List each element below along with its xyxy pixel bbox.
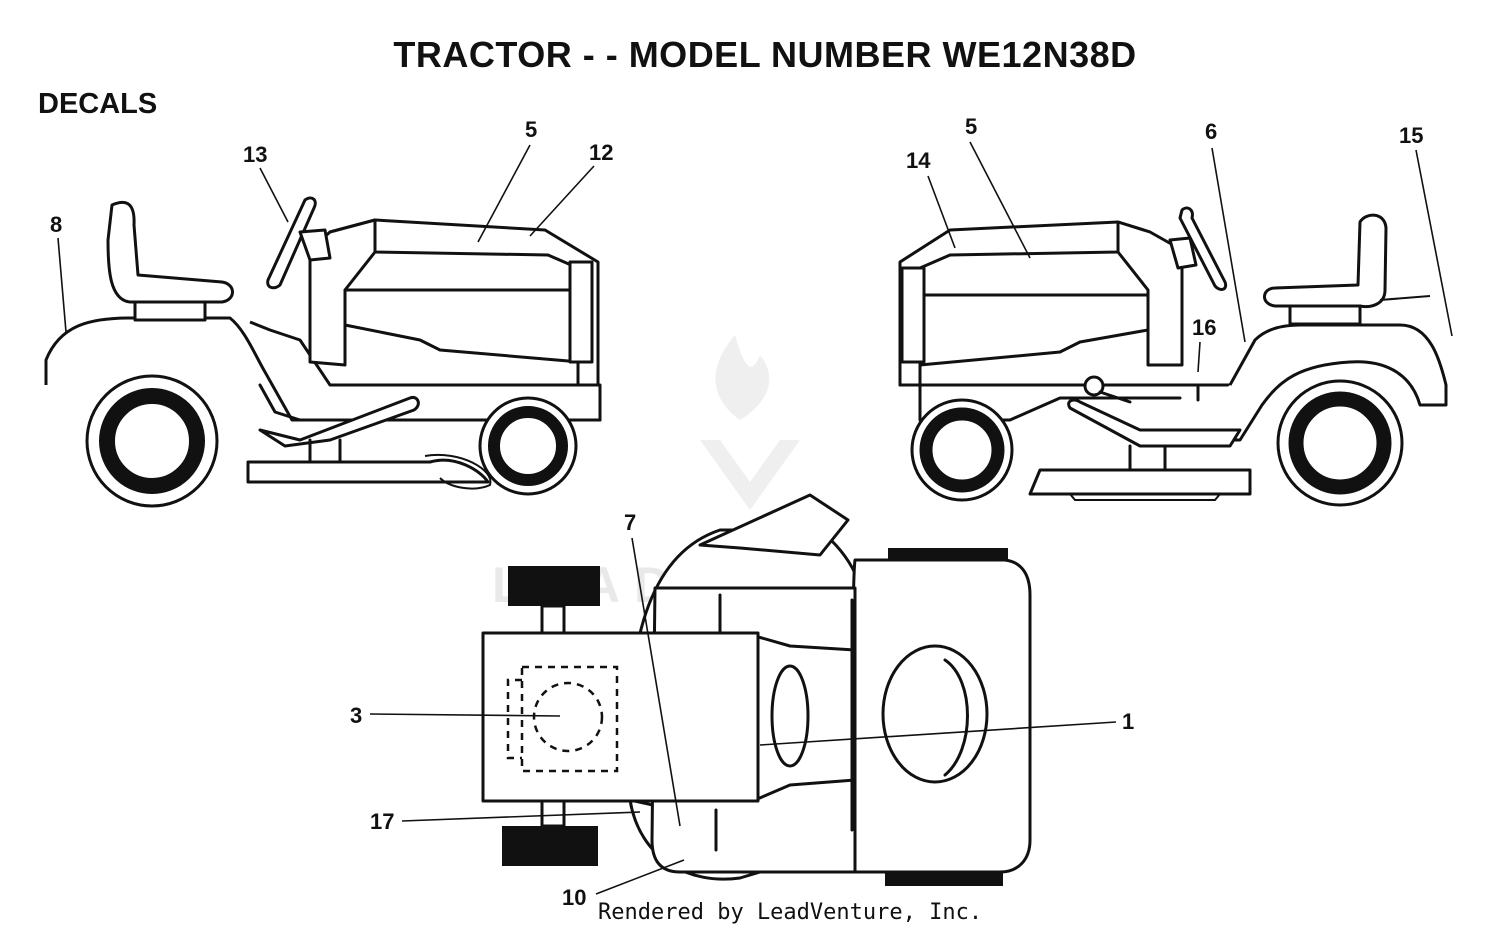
section-label: DECALS [38, 88, 158, 120]
callout-15: 15 [1399, 123, 1423, 148]
callout-7: 7 [624, 510, 636, 535]
callout-14: 14 [906, 148, 931, 173]
callout-8: 8 [50, 212, 62, 237]
callout-13: 13 [243, 142, 267, 167]
callout-12: 12 [589, 140, 613, 165]
tractor-left-side-view [44, 196, 602, 508]
callout-1: 1 [1122, 709, 1134, 734]
callout-6: 6 [1205, 119, 1217, 144]
callout-5-right: 5 [965, 114, 977, 139]
callout-17: 17 [370, 809, 394, 834]
callouts: 8 13 5 12 14 5 6 15 16 7 3 1 17 [50, 114, 1453, 910]
callout-16: 16 [1192, 315, 1216, 340]
callout-10: 10 [562, 885, 586, 910]
page-title: TRACTOR - - MODEL NUMBER WE12N38D [393, 34, 1137, 75]
tractor-top-view [481, 493, 1032, 886]
callout-5-left: 5 [525, 117, 537, 142]
footer-credit: Rendered by LeadVenture, Inc. [598, 900, 983, 925]
callout-3: 3 [350, 703, 362, 728]
tractor-right-side-view [898, 206, 1448, 507]
